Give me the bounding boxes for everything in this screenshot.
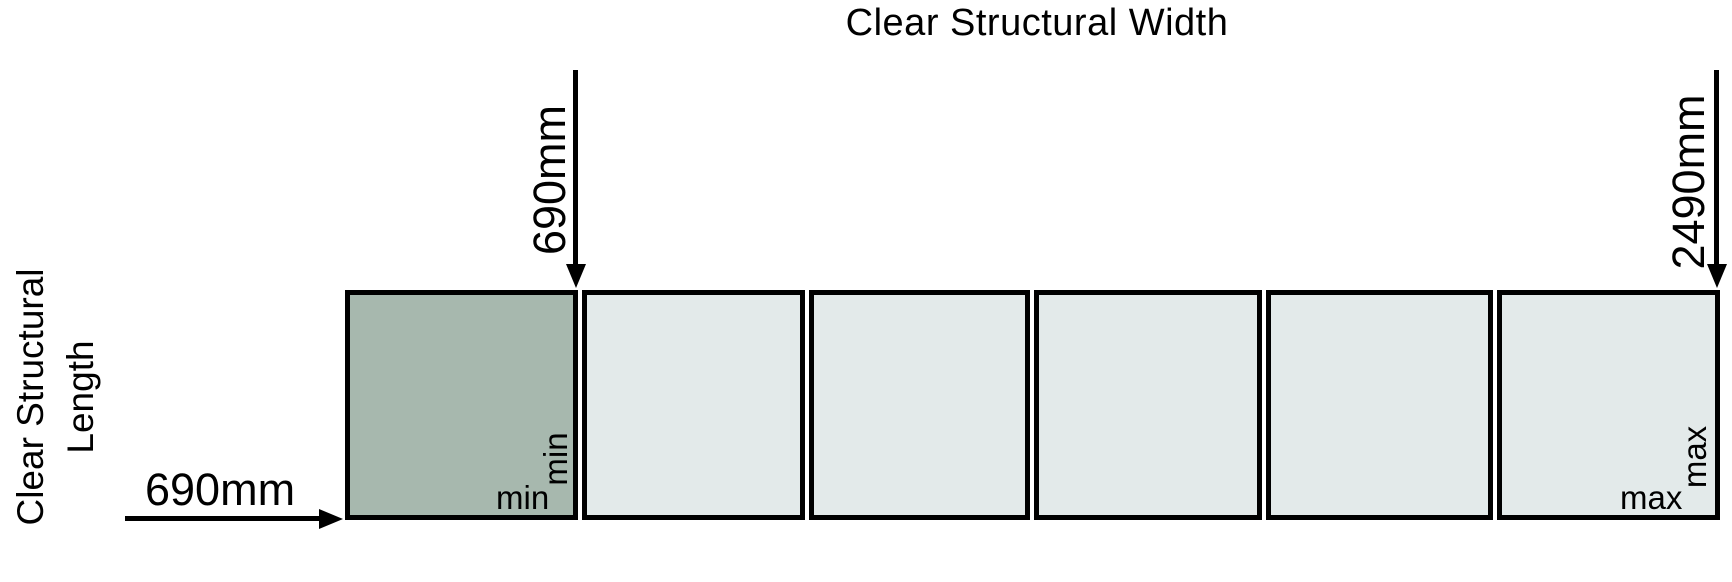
length-min-arrow-shaft	[125, 516, 321, 521]
panel-module-3	[809, 290, 1030, 520]
width-max-arrow-shaft	[1714, 70, 1719, 266]
left-axis-label-line2: Length	[60, 340, 101, 454]
clear-structural-length-label: Clear Structural Length	[6, 268, 106, 525]
width-max-dimension-label: 2490mm	[1663, 94, 1714, 270]
max-label-bottom: max	[1620, 479, 1683, 516]
width-max-arrow-down-icon	[1707, 264, 1727, 288]
width-min-arrow-down-icon	[566, 264, 586, 288]
min-label-side: min	[537, 432, 574, 486]
width-min-dimension-label: 690mm	[524, 104, 575, 256]
width-min-arrow-shaft	[573, 70, 578, 266]
panel-max-module	[1497, 290, 1720, 520]
max-label-side: max	[1676, 425, 1713, 489]
left-axis-label-line1: Clear Structural	[10, 268, 52, 526]
diagram-title: Clear Structural Width	[845, 2, 1229, 44]
panel-module-2	[582, 290, 805, 520]
panel-min-module	[345, 290, 578, 520]
length-min-arrow-right-icon	[319, 509, 343, 529]
length-min-dimension-label: 690mm	[145, 464, 296, 515]
panel-module-4	[1034, 290, 1262, 520]
panel-module-5	[1266, 290, 1493, 520]
min-label-bottom: min	[496, 479, 550, 516]
